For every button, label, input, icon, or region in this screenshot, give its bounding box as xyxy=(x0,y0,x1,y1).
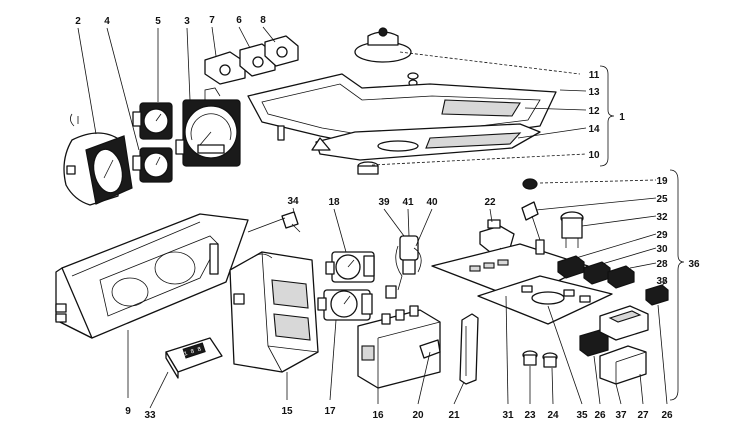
callout-3: 3 xyxy=(184,16,190,27)
small-gauge-lower xyxy=(132,147,173,183)
digital-clock: 1 8 8 xyxy=(165,337,223,379)
lower-right-blocks xyxy=(579,305,649,385)
callout-19: 19 xyxy=(656,176,668,187)
callout-22: 22 xyxy=(484,197,496,208)
callout-38: 38 xyxy=(656,276,668,287)
callout-6: 6 xyxy=(236,15,242,26)
callout-21: 21 xyxy=(448,410,460,421)
callout-28: 28 xyxy=(656,259,668,270)
auxiliary-gauge-upper xyxy=(325,251,375,283)
callout-11: 11 xyxy=(589,70,600,81)
callout-13: 13 xyxy=(588,87,600,98)
instrument-panel-housing xyxy=(55,213,249,339)
leader-lines xyxy=(77,26,668,409)
callout-5: 5 xyxy=(155,16,161,27)
callout-26a: 26 xyxy=(594,410,606,421)
switch-panel-frame xyxy=(431,243,613,325)
callout-12: 12 xyxy=(588,106,600,117)
callout-26b: 26 xyxy=(661,410,673,421)
callout-17: 17 xyxy=(324,406,336,417)
callout-40: 40 xyxy=(426,197,438,208)
callout-39: 39 xyxy=(378,197,390,208)
callout-29: 29 xyxy=(656,230,668,241)
switch-blocks xyxy=(204,35,299,85)
callout-35: 35 xyxy=(576,410,588,421)
callout-2: 2 xyxy=(75,16,81,27)
callout-18: 18 xyxy=(328,197,340,208)
callout-1: 1 xyxy=(619,112,625,123)
central-tray-assembly xyxy=(247,73,557,175)
callout-9: 9 xyxy=(125,406,131,417)
auxiliary-gauge-lower xyxy=(317,289,373,321)
lighter-assembly xyxy=(385,235,422,299)
clip-part xyxy=(281,211,301,233)
bracket-group-1 xyxy=(599,65,615,167)
callout-27: 27 xyxy=(637,410,649,421)
callout-14: 14 xyxy=(588,124,600,135)
storage-compartment xyxy=(229,251,319,373)
callout-24: 24 xyxy=(547,410,559,421)
upper-right-fittings xyxy=(521,178,584,255)
vertical-bracket xyxy=(459,313,479,385)
rocker-switches xyxy=(557,255,669,306)
callout-15: 15 xyxy=(281,406,293,417)
callout-23: 23 xyxy=(524,410,536,421)
callout-labels: 2 4 5 3 7 6 8 11 13 12 14 10 1 19 25 32 … xyxy=(75,15,700,421)
callout-20: 20 xyxy=(412,410,424,421)
bracket-group-36 xyxy=(669,169,685,401)
warning-lights xyxy=(522,350,558,368)
callout-8: 8 xyxy=(260,15,266,26)
callout-7: 7 xyxy=(209,15,215,26)
relay-box xyxy=(357,305,441,389)
speedometer-gauge xyxy=(175,87,241,167)
callout-37: 37 xyxy=(615,410,627,421)
callout-16: 16 xyxy=(372,410,384,421)
small-gauge-upper xyxy=(132,102,173,140)
callout-41: 41 xyxy=(402,197,414,208)
callout-32: 32 xyxy=(656,212,668,223)
callout-33: 33 xyxy=(144,410,156,421)
callout-30: 30 xyxy=(656,244,668,255)
callout-25: 25 xyxy=(656,194,668,205)
callout-4: 4 xyxy=(104,16,110,27)
callout-31: 31 xyxy=(502,410,514,421)
callout-34: 34 xyxy=(287,196,299,207)
callout-10: 10 xyxy=(588,150,600,161)
tachometer-gauge xyxy=(63,113,133,206)
upper-fitting xyxy=(354,27,419,87)
callout-36: 36 xyxy=(688,259,700,270)
